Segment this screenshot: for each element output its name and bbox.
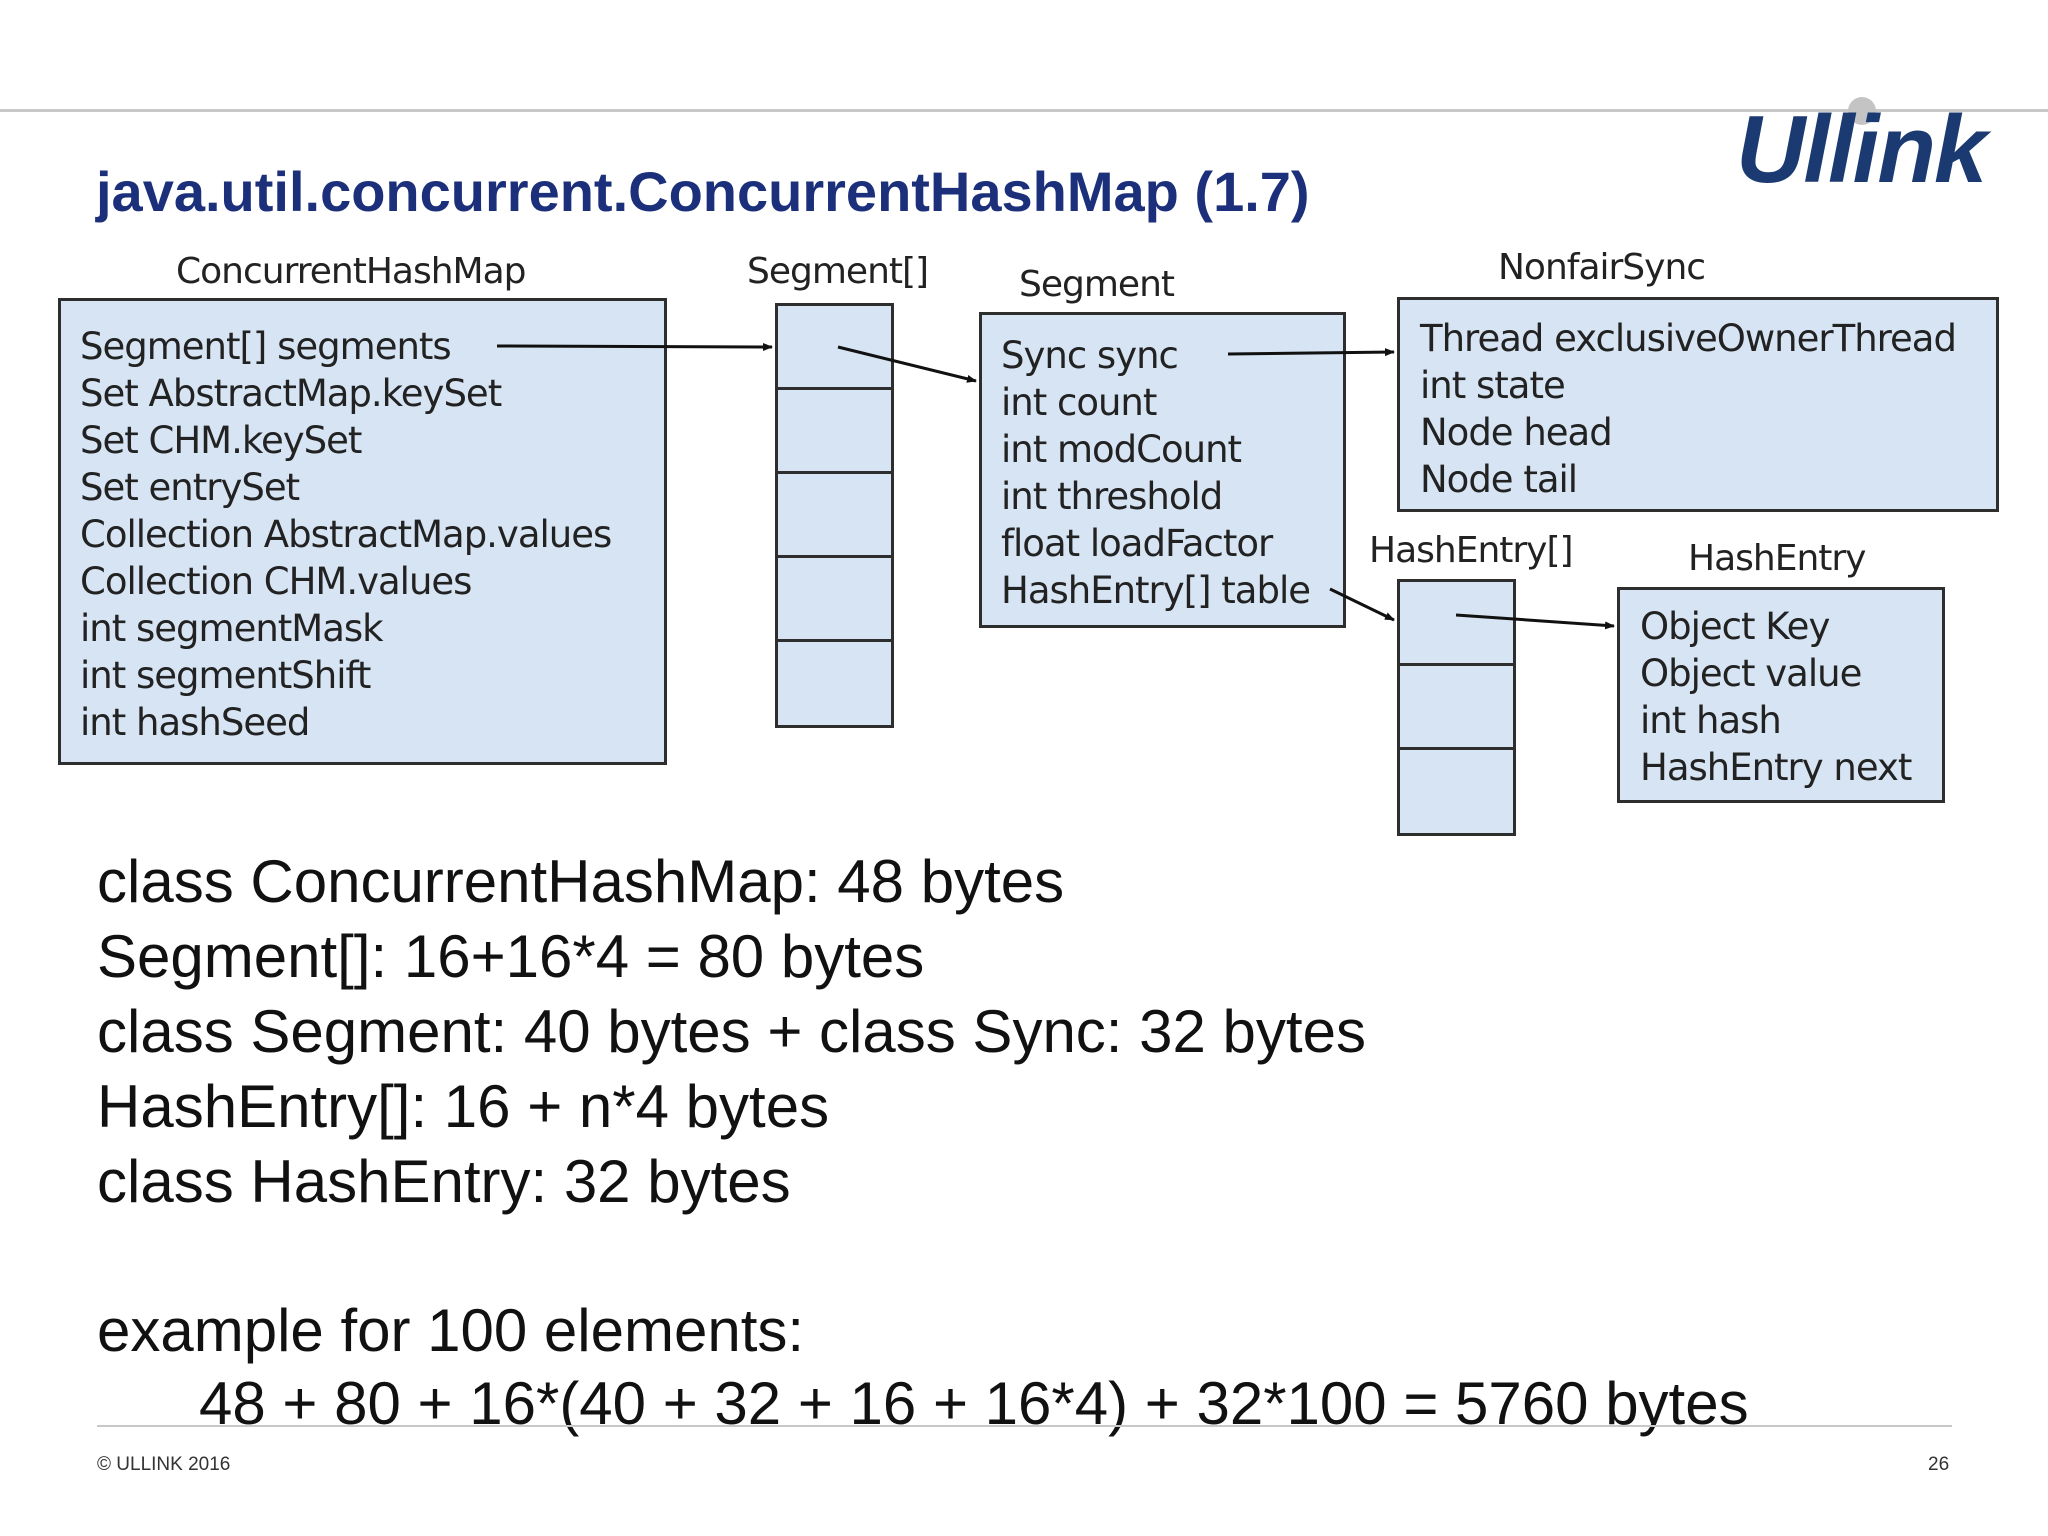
arrow-sync-to-nonfair — [1227, 348, 1395, 357]
nonfair-sync-field: Node tail — [1420, 458, 1578, 501]
nonfair-sync-field: Node head — [1420, 411, 1613, 454]
segment-field: HashEntry[] table — [1001, 569, 1311, 612]
segment-field: float loadFactor — [1001, 522, 1273, 565]
arrow-array-to-segment — [837, 345, 977, 383]
chm-box: Segment[] segments Set AbstractMap.keySe… — [58, 298, 667, 765]
segment-array-cell — [775, 387, 894, 474]
nonfair-sync-field: Thread exclusiveOwnerThread — [1420, 317, 1957, 360]
segment-array-cell — [775, 555, 894, 642]
hashentry-field: Object Key — [1640, 605, 1830, 648]
segment-box: Sync sync int count int modCount int thr… — [979, 312, 1346, 628]
hashentry-label: HashEntry — [1688, 538, 1866, 579]
arrow-segments-to-array — [496, 342, 773, 351]
arrow-array-to-hashentry — [1455, 613, 1615, 630]
example-formula: 48 + 80 + 16*(40 + 32 + 16 + 16*4) + 32*… — [199, 1370, 1749, 1437]
chm-field: int segmentShift — [80, 654, 371, 697]
chm-field: Set entrySet — [80, 466, 300, 509]
hashentry-array-cell — [1397, 579, 1516, 666]
note-line: class Segment: 40 bytes + class Sync: 32… — [97, 998, 1366, 1065]
hashentry-field: Object value — [1640, 652, 1862, 695]
chm-field: Collection AbstractMap.values — [80, 513, 612, 556]
nonfair-sync-box: Thread exclusiveOwnerThread int state No… — [1397, 297, 1999, 512]
arrow-table-to-hashentry-array — [1329, 587, 1395, 622]
segment-label: Segment — [1019, 264, 1175, 305]
hashentry-field: int hash — [1640, 699, 1782, 742]
segment-array-label: Segment[] — [747, 251, 929, 292]
note-line: class ConcurrentHashMap: 48 bytes — [97, 848, 1065, 915]
chm-field: Segment[] segments — [80, 325, 452, 368]
slide-title: java.util.concurrent.ConcurrentHashMap (… — [96, 160, 1310, 223]
chm-field: Collection CHM.values — [80, 560, 472, 603]
ullink-logo: Ullink — [1736, 96, 1987, 203]
logo-dot — [1848, 97, 1876, 125]
note-line: class HashEntry: 32 bytes — [97, 1148, 791, 1215]
chm-label: ConcurrentHashMap — [176, 251, 527, 292]
chm-field: int segmentMask — [80, 607, 384, 650]
page-number: 26 — [1928, 1454, 1950, 1475]
chm-field: int hashSeed — [80, 701, 310, 744]
chm-field: Set CHM.keySet — [80, 419, 362, 462]
segment-array-cell — [775, 639, 894, 728]
example-heading: example for 100 elements: — [97, 1297, 805, 1364]
nonfair-sync-field: int state — [1420, 364, 1566, 407]
footer-copyright: © ULLINK 2016 — [97, 1454, 231, 1475]
top-divider — [0, 109, 2048, 112]
note-line: Segment[]: 16+16*4 = 80 bytes — [97, 923, 925, 990]
segment-array-cell — [775, 471, 894, 558]
hashentry-box: Object Key Object value int hash HashEnt… — [1617, 587, 1945, 803]
segment-field: int threshold — [1001, 475, 1223, 518]
bottom-divider — [97, 1425, 1952, 1427]
segment-field: int count — [1001, 381, 1157, 424]
chm-field: Set AbstractMap.keySet — [80, 372, 502, 415]
segment-field: int modCount — [1001, 428, 1242, 471]
hashentry-field: HashEntry next — [1640, 746, 1912, 789]
hashentry-array-cell — [1397, 663, 1516, 750]
hashentry-array-cell — [1397, 747, 1516, 836]
segment-field: Sync sync — [1001, 334, 1179, 377]
nonfair-sync-label: NonfairSync — [1498, 247, 1706, 288]
hashentry-array-label: HashEntry[] — [1369, 530, 1574, 571]
note-line: HashEntry[]: 16 + n*4 bytes — [97, 1073, 830, 1140]
